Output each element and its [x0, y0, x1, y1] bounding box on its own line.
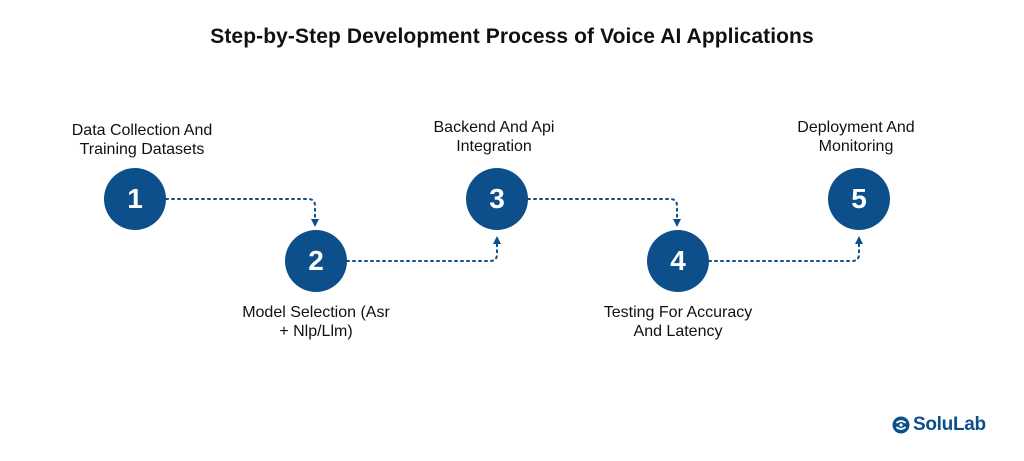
connector-2-3 — [346, 236, 501, 262]
step-3-label-line-1: Backend And Api — [433, 119, 555, 136]
step-1-label-line-2: Training Datasets — [79, 141, 205, 158]
step-3-number: 3 — [489, 183, 505, 214]
step-1-circle: 1 — [104, 168, 166, 230]
step-4-circle: 4 — [647, 230, 709, 292]
connector-4-5 — [708, 236, 863, 262]
step-2-circle: 2 — [285, 230, 347, 292]
solulab-logo-text: SoluLab — [913, 414, 986, 435]
step-5-number: 5 — [851, 183, 867, 214]
step-5-circle: 5 — [828, 168, 890, 230]
step-4-label-line-1: Testing For Accuracy — [603, 304, 753, 321]
step-3-label: Backend And Api Integration — [384, 118, 604, 156]
step-1-label: Data Collection And Training Datasets — [32, 121, 252, 159]
step-3-circle: 3 — [466, 168, 528, 230]
step-5-label-line-1: Deployment And — [797, 119, 915, 136]
step-4-label-line-2: And Latency — [633, 323, 723, 340]
step-1-label-line-1: Data Collection And — [71, 122, 213, 139]
connector-1-2 — [165, 198, 319, 227]
diagram-title: Step-by-Step Development Process of Voic… — [210, 25, 814, 48]
step-1-number: 1 — [127, 183, 143, 214]
step-5-label-line-2: Monitoring — [818, 138, 894, 155]
step-3-label-line-2: Integration — [456, 138, 532, 155]
step-2-label: Model Selection (Asr + Nlp/Llm) — [206, 303, 426, 341]
step-5-label: Deployment And Monitoring — [746, 118, 966, 156]
step-2-label-line-2: + Nlp/Llm) — [279, 323, 353, 340]
step-2-number: 2 — [308, 245, 324, 276]
step-4-label: Testing For Accuracy And Latency — [568, 303, 788, 341]
solulab-logo-icon — [892, 416, 910, 434]
connector-3-4 — [527, 198, 681, 227]
solulab-logo: SoluLab — [892, 413, 986, 437]
step-4-number: 4 — [670, 245, 686, 276]
step-2-label-line-1: Model Selection (Asr — [242, 304, 390, 321]
